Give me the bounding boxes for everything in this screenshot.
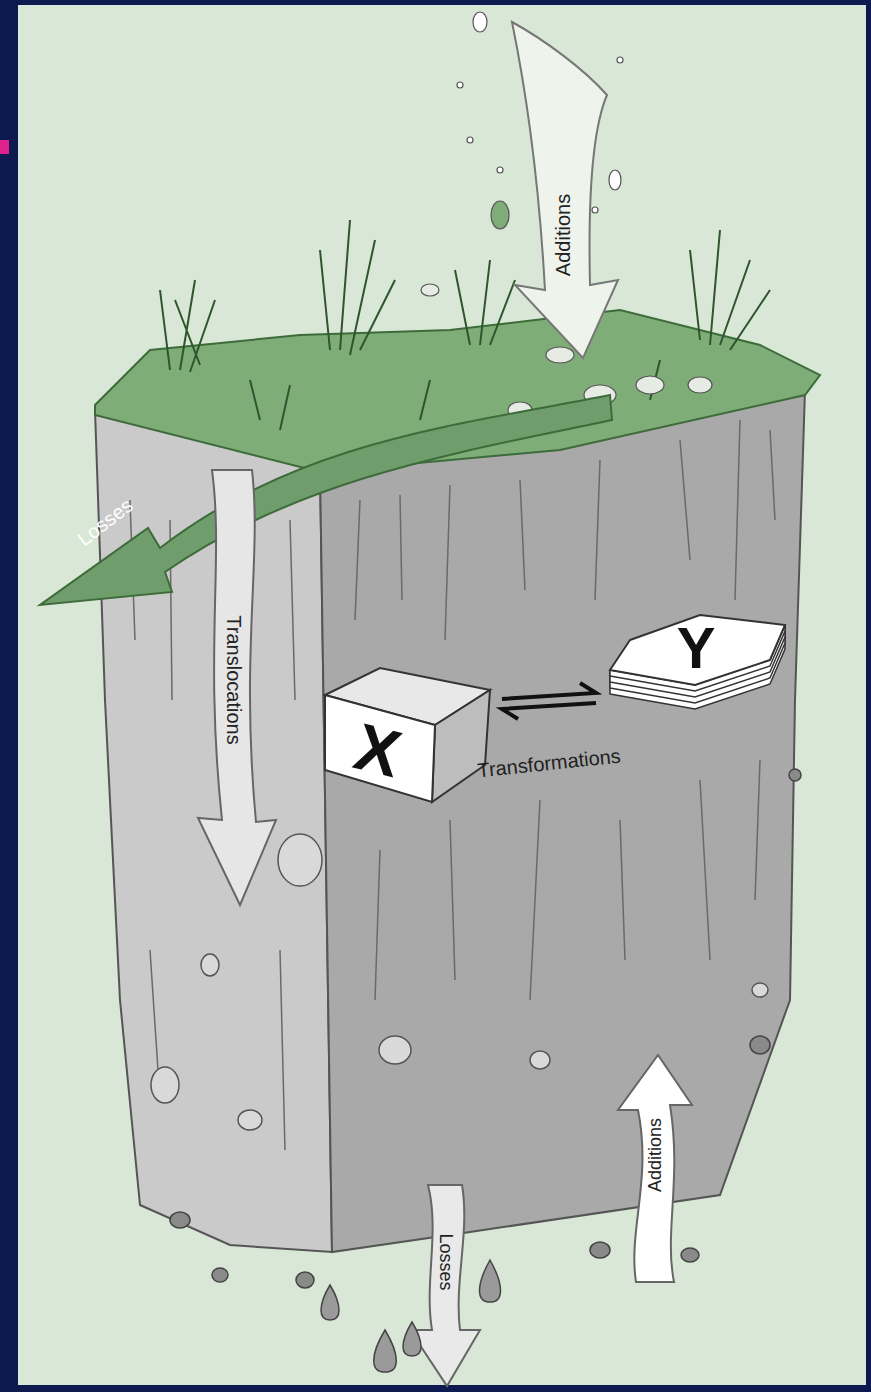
mineral-cube: X: [320, 660, 498, 808]
water-drop: [480, 1260, 501, 1302]
equilibrium-arrow: [502, 683, 596, 719]
cube-side-face: [432, 690, 490, 802]
pebble: [421, 284, 439, 296]
water-drop: [403, 1322, 421, 1356]
upward-additions-arrow: [618, 1055, 692, 1282]
pebble: [296, 1272, 314, 1288]
node-letter: Y: [677, 619, 716, 677]
soil-right-face: [320, 390, 805, 1252]
stone: [530, 1051, 550, 1069]
water-drop: [374, 1330, 397, 1372]
pebble: [170, 1212, 190, 1228]
panel-background: [18, 5, 866, 1385]
arrow-stroke: [502, 683, 596, 699]
leaf: [636, 376, 664, 394]
leaf: [688, 377, 712, 393]
grass-tuft: [455, 260, 515, 345]
pebble: [681, 1248, 699, 1262]
losses-arrow: [40, 395, 612, 605]
leaf: [491, 201, 509, 229]
stone: [151, 1067, 179, 1103]
leaf: [546, 347, 574, 363]
particle: [497, 167, 503, 173]
process-label: Additions: [553, 194, 573, 276]
stone: [752, 983, 768, 997]
pebble: [750, 1036, 770, 1054]
translocations-arrow: [198, 470, 276, 905]
corner-mark: [0, 140, 9, 154]
process-label: Additions: [646, 1118, 664, 1192]
arrow-stroke: [502, 703, 596, 719]
clay-hexagon: Y: [600, 600, 795, 740]
particle: [609, 170, 621, 190]
particle: [473, 12, 487, 32]
stone: [238, 1110, 262, 1130]
cube-front-face: [325, 695, 435, 802]
stone: [379, 1036, 411, 1064]
stone: [278, 834, 322, 886]
particle: [617, 57, 623, 63]
water-drops: [321, 1260, 501, 1372]
hexagon-plate: [610, 615, 785, 685]
particle: [592, 207, 598, 213]
grass-tuft: [320, 220, 395, 355]
node-outline: [320, 660, 498, 808]
grass-tuft: [160, 280, 215, 372]
soil-texture: [130, 420, 775, 1150]
pebble: [789, 769, 801, 781]
process-label: Translocations: [224, 615, 244, 744]
grass-blades: [160, 220, 770, 430]
additions-arrow: [512, 22, 618, 358]
leaching-arrow: [410, 1185, 480, 1386]
water-drop: [321, 1285, 339, 1320]
process-label: Losses: [437, 1233, 455, 1290]
grass-tuft: [690, 230, 770, 350]
stone: [201, 954, 219, 976]
pebble: [590, 1242, 610, 1258]
particle: [457, 82, 463, 88]
particle: [467, 137, 473, 143]
pebble: [212, 1268, 228, 1282]
